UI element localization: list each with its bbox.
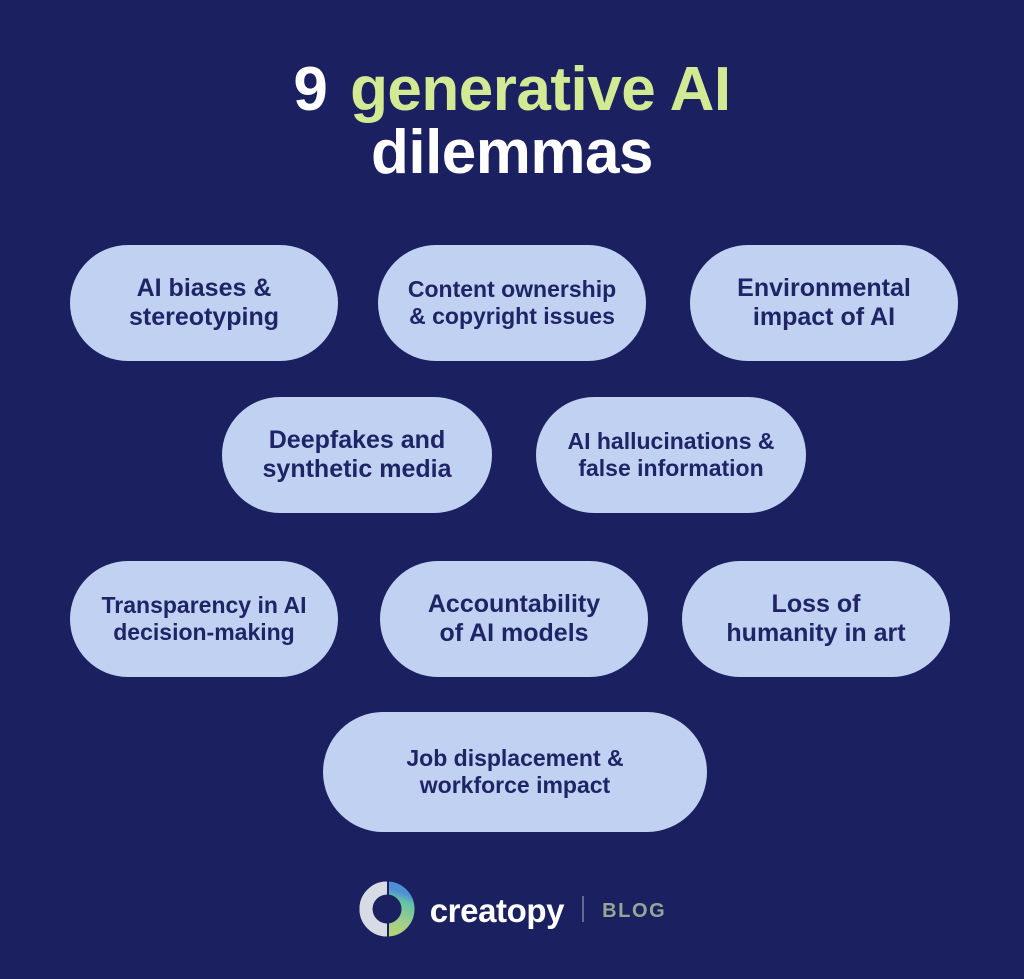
dilemma-pill-7[interactable]: Accountability of AI models [380, 561, 648, 677]
dilemma-pill-7-label: Accountability of AI models [427, 589, 601, 647]
dilemma-pill-9[interactable]: Job displacement & workforce impact [323, 712, 707, 832]
dilemma-pill-1-label: AI biases & stereotyping [128, 273, 280, 331]
dilemma-pill-5[interactable]: AI hallucinations & false information [536, 397, 806, 513]
dilemma-pill-8[interactable]: Loss of humanity in art [682, 561, 950, 677]
dilemma-pill-9-label: Job displacement & workforce impact [406, 745, 624, 798]
title-line-2: dilemmas [370, 118, 654, 188]
title-line-1: 9 generative AI [0, 58, 1024, 121]
dilemma-pill-4-label: Deepfakes and synthetic media [262, 425, 452, 483]
dilemma-pill-2-label: Content ownership & copyright issues [407, 276, 617, 329]
dilemma-pill-8-label: Loss of humanity in art [726, 589, 906, 647]
dilemma-pill-3[interactable]: Environmental impact of AI [690, 245, 958, 361]
logo-divider [582, 896, 585, 922]
dilemma-pill-6[interactable]: Transparency in AI decision-making [70, 561, 338, 677]
brand-name: creatopy [429, 891, 565, 929]
footer-logo: creatopy BLOG [0, 876, 1024, 942]
dilemma-pill-1[interactable]: AI biases & stereotyping [70, 245, 338, 361]
page-title: 9 generative AI dilemmas [0, 58, 1024, 188]
title-highlight: generative AI [350, 55, 731, 124]
dilemma-pill-3-label: Environmental impact of AI [737, 273, 911, 331]
dilemma-pill-2[interactable]: Content ownership & copyright issues [378, 245, 646, 361]
dilemma-pill-4[interactable]: Deepfakes and synthetic media [222, 397, 492, 513]
title-number: 9 [293, 55, 345, 124]
blog-label: BLOG [602, 900, 667, 922]
creatopy-logo-icon [359, 880, 415, 938]
dilemma-pill-5-label: AI hallucinations & false information [567, 428, 775, 481]
dilemma-pill-6-label: Transparency in AI decision-making [101, 592, 307, 645]
